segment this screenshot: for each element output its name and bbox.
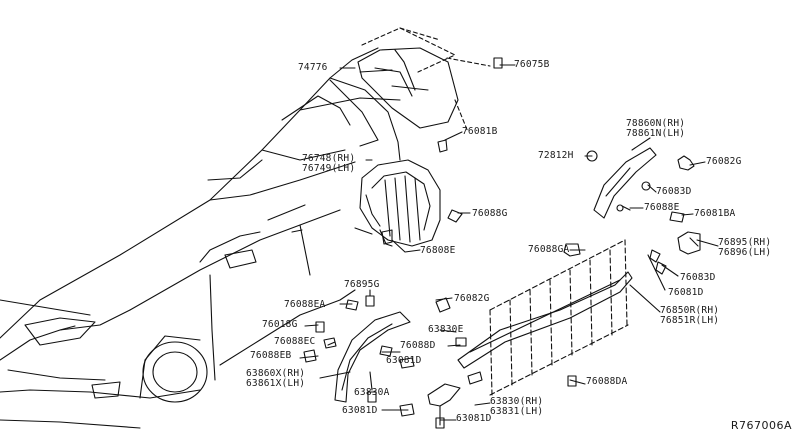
label-76088d: 76088D [400,340,436,351]
label-63830-63831: 63830(RH) 63831(LH) [490,396,544,417]
label-76088ec: 76088EC [274,336,316,347]
label-76082g-top: 76082G [706,156,742,167]
label-76088e-top: 76088E [644,202,680,213]
label-76075b: 76075B [514,59,550,70]
label-63830e: 63830E [428,324,464,335]
rear-lower-bracket [677,231,701,255]
label-76895g: 76895G [344,279,380,290]
label-63081d-c: 63081D [456,413,492,424]
label-76088da: 76088DA [586,376,628,387]
headlight-grille [7,317,121,399]
label-76088ea: 76088EA [284,299,326,310]
lower-bracket [427,383,461,426]
upper-wheel-arch-molding [586,147,695,219]
label-76083d-right: 76083D [680,272,716,283]
label-76088g: 76088G [472,208,508,219]
sill-guides [489,239,629,396]
label-72812h: 72812H [538,150,574,161]
label-76088eb: 76088EB [250,350,292,361]
label-76083d-top: 76083D [656,186,692,197]
label-63081d-a: 63081D [386,355,422,366]
label-78860n-78861n: 78860N(RH) 78861N(LH) [626,118,686,139]
side-mirror [224,249,257,269]
front-wheel [139,335,208,403]
label-76748-76749: 76748(RH) 76749(LH) [302,153,356,174]
label-63830a: 63830A [354,387,390,398]
label-74776: 74776 [298,62,328,73]
side-windows [207,79,379,233]
front-arch-molding [334,311,411,403]
label-76081d-right: 76081D [668,287,704,298]
label-76895-76896: 76895(RH) 76896(LH) [718,237,772,258]
rear-fender-liner [354,159,441,247]
label-76850r-76851r: 76850R(RH) 76851R(LH) [660,305,720,326]
diagram-reference-code: R767006A [730,419,792,432]
label-76082g-mid: 76082G [454,293,490,304]
vehicle-body-outline [0,47,401,429]
rear-spoiler [357,47,459,129]
label-76081b: 76081B [462,126,498,137]
side-sill-molding [457,271,633,369]
label-76081ba: 76081BA [694,208,736,219]
label-63860x-63861x: 63860X(RH) 63861X(LH) [246,368,306,389]
clips [303,57,685,429]
label-63081d-b: 63081D [342,405,378,416]
label-76088ga: 76088GA [528,244,570,255]
spoiler-guides [361,27,491,133]
label-76808e: 76808E [420,245,456,256]
label-76018g: 76018G [262,319,298,330]
